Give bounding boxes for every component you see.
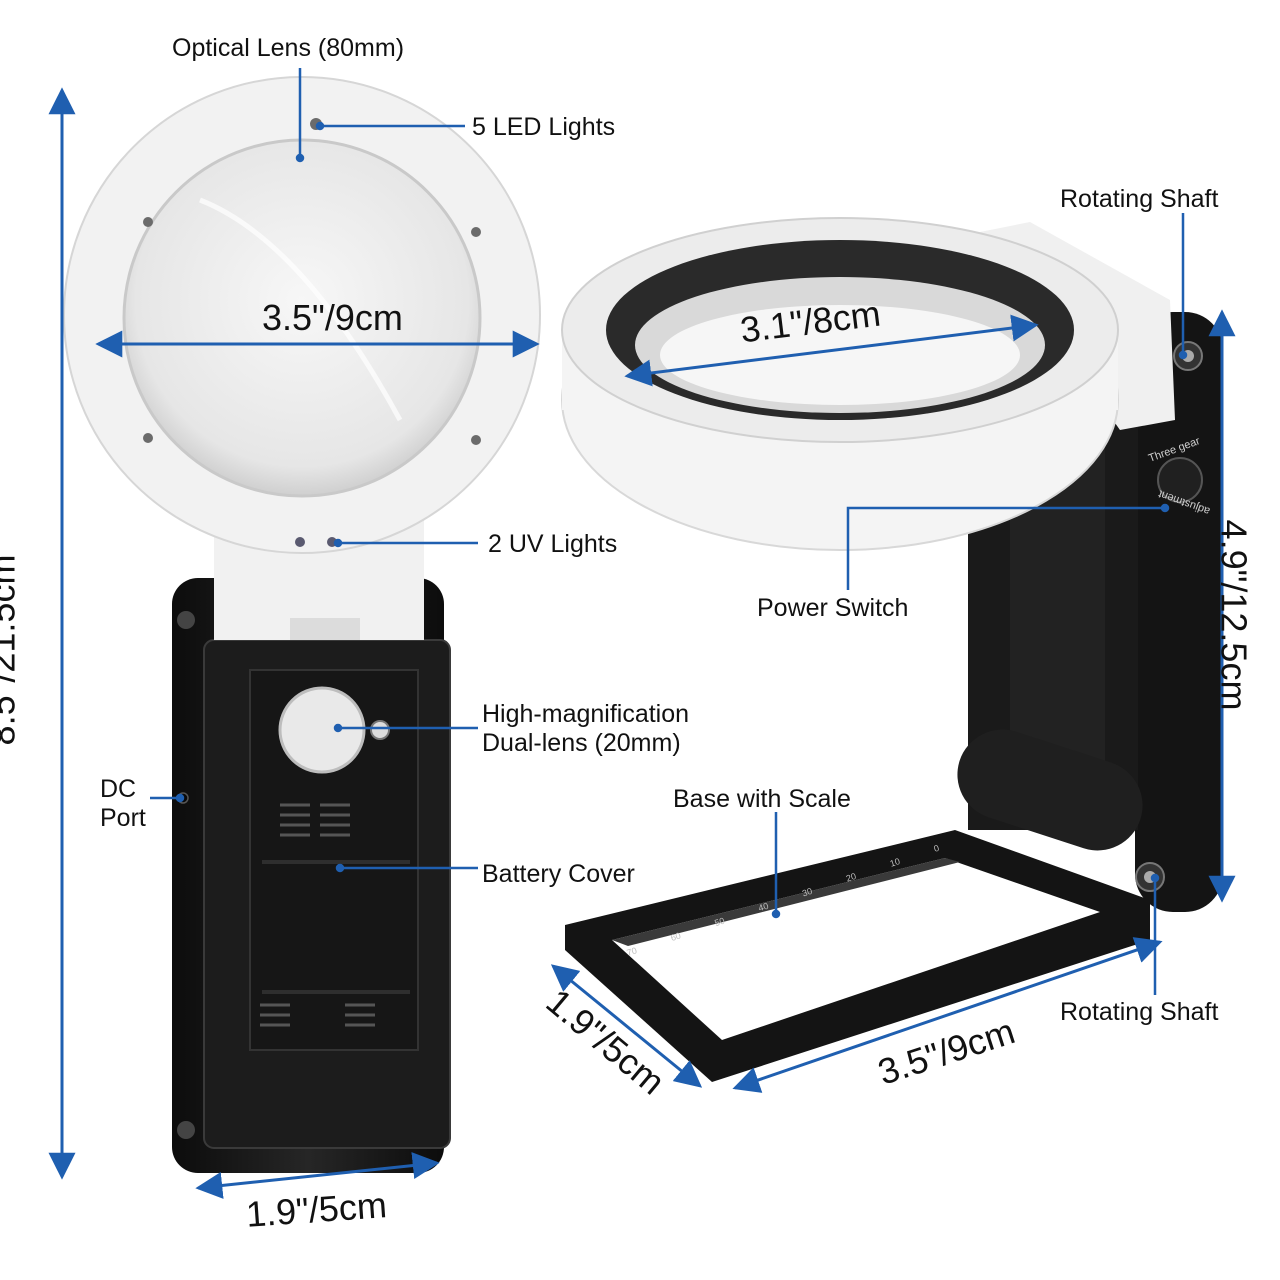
handheld-magnifier xyxy=(63,76,541,1173)
label-power-switch: Power Switch xyxy=(757,594,909,622)
dim-total-height: 8.5"/21.5cm xyxy=(0,554,23,746)
scale-tick-label: 20 xyxy=(845,871,858,884)
dual-lens xyxy=(278,686,366,774)
callout-lines xyxy=(150,68,1188,995)
scale-tick-label: 30 xyxy=(801,886,814,899)
led-lights xyxy=(143,118,481,445)
scale-tick-label: 50 xyxy=(713,916,726,929)
label-optical-lens: Optical Lens (80mm) xyxy=(172,34,405,62)
stand-arm xyxy=(1135,312,1223,912)
power-switch-button xyxy=(1157,457,1203,503)
label-dc-port-line2: Port xyxy=(100,804,146,832)
dim-stand-height: 4.9"/12.5cm xyxy=(1213,519,1255,711)
label-battery-cover: Battery Cover xyxy=(482,860,635,888)
dim-lens-width: 3.5"/9cm xyxy=(262,297,403,338)
scale-tick-label: 70 xyxy=(626,945,639,958)
label-rotating-shaft-bottom: Rotating Shaft xyxy=(1060,998,1219,1026)
base-scale: 70 60 50 40 30 20 10 0 xyxy=(626,843,941,958)
scale-tick-label: 60 xyxy=(669,930,682,943)
label-led-lights: 5 LED Lights xyxy=(472,113,616,141)
label-dual-lens-line2: Dual-lens (20mm) xyxy=(482,729,681,757)
label-dc-port: DC Port xyxy=(100,775,146,833)
scale-tick-label: 40 xyxy=(757,901,770,914)
label-dual-lens-line1: High-magnification xyxy=(482,700,690,728)
label-dual-lens: High-magnification Dual-lens (20mm) xyxy=(482,700,689,758)
label-dc-port-line1: DC xyxy=(100,775,137,803)
stand-magnifier xyxy=(561,217,1223,1082)
scale-tick-label: 0 xyxy=(933,843,941,854)
label-base-with-scale: Base with Scale xyxy=(673,785,851,813)
label-uv-lights: 2 UV Lights xyxy=(488,530,618,558)
label-rotating-shaft-top: Rotating Shaft xyxy=(1060,185,1219,213)
dimension-arrows xyxy=(48,87,1236,1199)
scale-tick-label: 10 xyxy=(889,856,902,869)
